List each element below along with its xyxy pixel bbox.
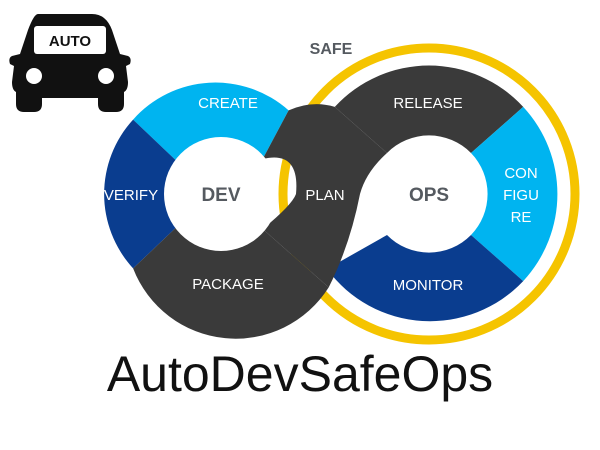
segment-release xyxy=(334,65,524,153)
car-headlight-right xyxy=(98,68,114,84)
car-badge-text: AUTO xyxy=(49,33,92,50)
label-configure-1: CON xyxy=(504,165,537,182)
car-headlight-left xyxy=(26,68,42,84)
label-release: RELEASE xyxy=(393,95,462,112)
dev-loop xyxy=(104,82,329,339)
label-configure-2: FIGU xyxy=(503,187,539,204)
page-title: AutoDevSafeOps xyxy=(106,346,494,402)
safe-label: SAFE xyxy=(310,41,353,58)
segment-create xyxy=(133,82,289,165)
label-monitor: MONITOR xyxy=(393,277,464,294)
segment-package xyxy=(133,223,329,339)
dev-hub xyxy=(164,137,278,251)
segment-monitor xyxy=(327,235,524,322)
hub-label-ops: OPS xyxy=(409,185,449,206)
label-configure-3: RE xyxy=(511,209,532,226)
ops-hub xyxy=(372,137,486,251)
ops-loop xyxy=(327,65,558,322)
hub-label-dev: DEV xyxy=(201,185,240,206)
label-package: PACKAGE xyxy=(192,276,263,293)
car-icon: AUTO xyxy=(9,14,131,112)
label-verify: VERIFY xyxy=(104,187,158,204)
segment-verify xyxy=(104,119,180,269)
safe-ring xyxy=(278,43,580,345)
segment-plan xyxy=(262,104,387,288)
label-plan: PLAN xyxy=(305,187,344,204)
segment-configure xyxy=(471,106,558,282)
label-create: CREATE xyxy=(198,95,258,112)
car-windshield xyxy=(34,26,106,54)
